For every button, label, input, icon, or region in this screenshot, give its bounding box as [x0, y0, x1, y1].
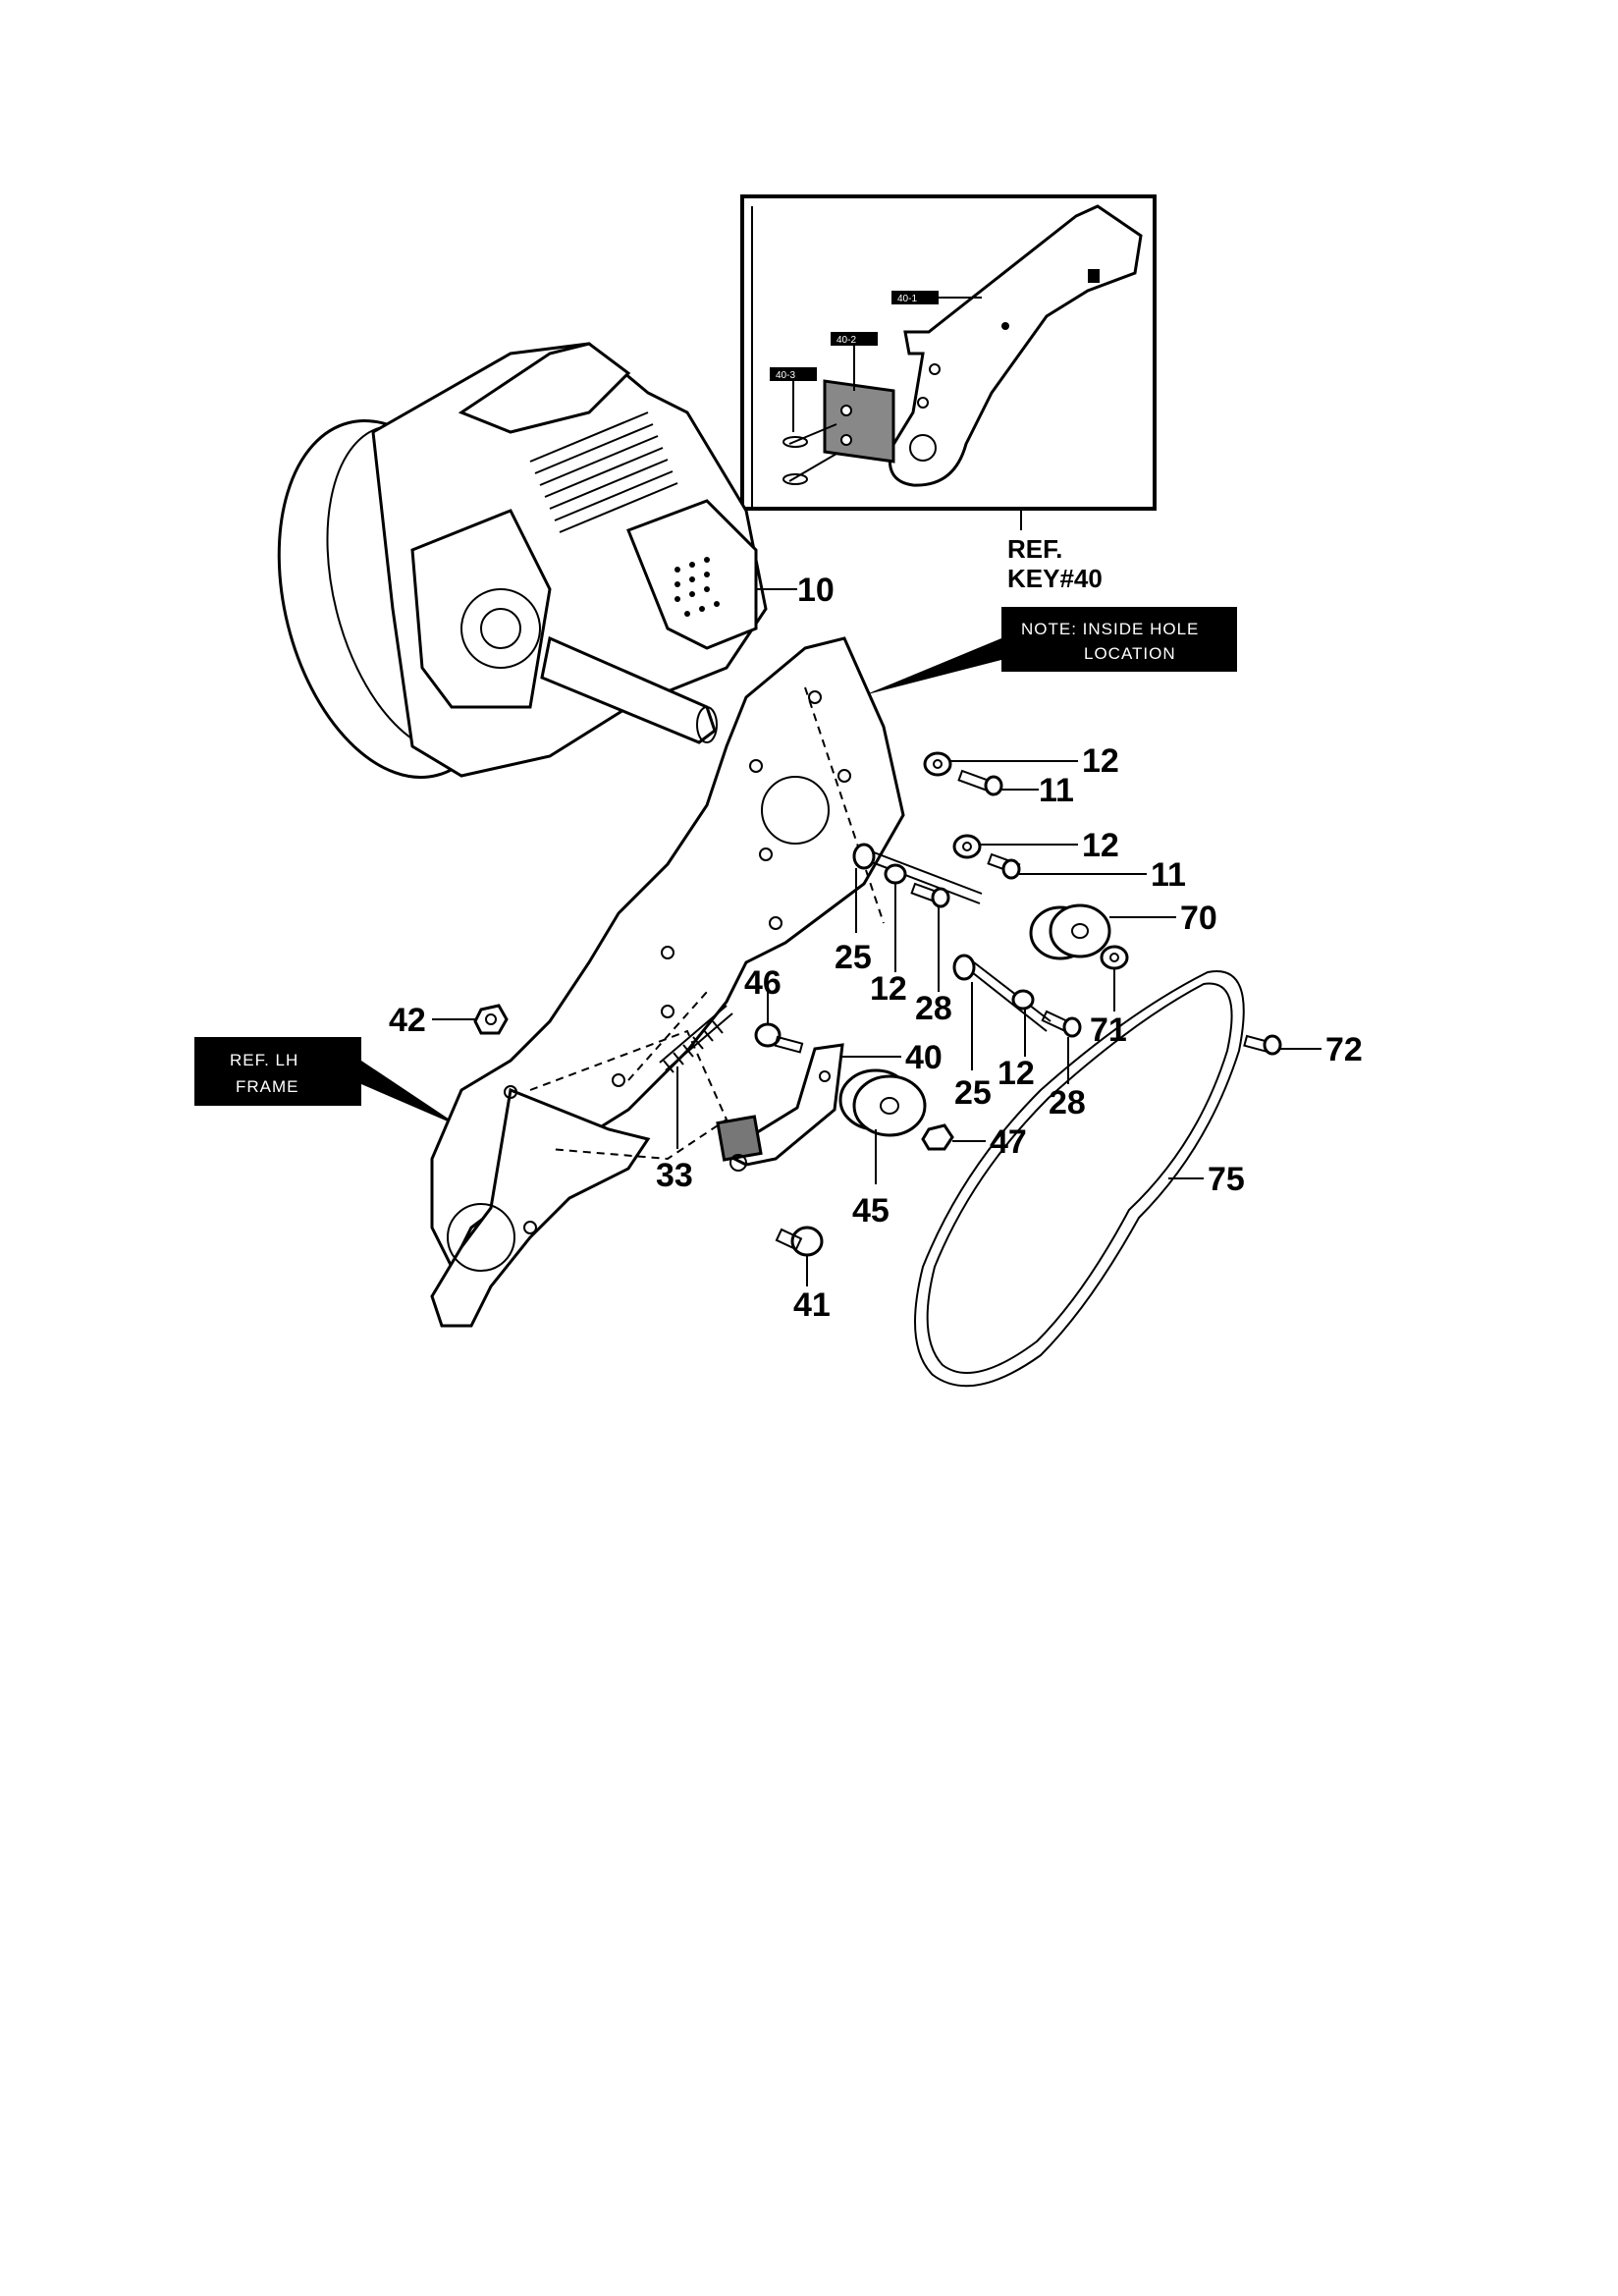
inset-bracket [888, 204, 1143, 487]
callout-28a: 28 [915, 990, 952, 1027]
callout-12a: 12 [1082, 742, 1119, 780]
callout-12d: 12 [998, 1055, 1035, 1092]
brake-arm-40 [716, 1043, 844, 1172]
hole-location-note: NOTE: INSIDE HOLE LOCATION [845, 607, 1237, 708]
callout-47: 47 [990, 1123, 1027, 1161]
callout-71: 71 [1090, 1011, 1127, 1049]
svg-text:FRAME: FRAME [236, 1077, 299, 1096]
inset-ref-key: KEY#40 [1007, 564, 1103, 593]
callout-72: 72 [1325, 1031, 1363, 1068]
callout-42: 42 [389, 1002, 426, 1039]
crankshaft [540, 635, 717, 744]
shoulder-bolt-41 [775, 1226, 824, 1257]
callout-12b: 12 [1082, 827, 1119, 864]
idler-rod-upper [852, 843, 983, 908]
bolt-72 [1243, 1034, 1282, 1056]
callout-45: 45 [852, 1192, 890, 1230]
inset-ref-label: REF. [1007, 534, 1062, 564]
svg-text:REF. LH: REF. LH [230, 1051, 298, 1069]
spring-33 [659, 1005, 733, 1073]
pulley-70 [1029, 903, 1111, 960]
callout-labels: 10 12 11 12 11 70 25 12 28 46 71 72 42 4… [389, 572, 1363, 1324]
callout-28b: 28 [1049, 1084, 1086, 1121]
callout-33: 33 [656, 1157, 693, 1194]
callout-12c: 12 [870, 970, 907, 1008]
drive-belt-75 [914, 970, 1245, 1388]
bolt-11-middle [987, 852, 1021, 880]
nut-42 [473, 1004, 509, 1035]
callout-75: 75 [1208, 1161, 1245, 1198]
callout-70: 70 [1180, 900, 1217, 937]
washer-12-upper [923, 751, 952, 777]
inset-detail-box: 40-1 40-2 40-3 [740, 194, 1157, 530]
inset-tag-1: 40-1 [897, 294, 917, 304]
callout-41: 41 [793, 1286, 831, 1324]
inset-tag-3: 40-3 [776, 370, 795, 381]
cylinder-fins [529, 411, 678, 533]
callout-46: 46 [744, 964, 782, 1002]
leader-lines [432, 760, 1321, 1286]
nut-47 [921, 1123, 954, 1151]
bolt-11-upper [957, 769, 1003, 796]
svg-text:NOTE: INSIDE HOLE: NOTE: INSIDE HOLE [1021, 620, 1199, 638]
bolt-46 [754, 1022, 804, 1054]
idler-rod-lower [952, 954, 1082, 1038]
lh-frame-note: REF. LH FRAME [194, 1037, 461, 1127]
inset-tag-2: 40-2 [836, 335, 856, 346]
inset-brake-pad [823, 379, 895, 464]
idler-pulley-45 [838, 1068, 927, 1137]
callout-11b: 11 [1151, 856, 1186, 894]
callout-25b: 25 [954, 1074, 992, 1112]
washer-12-middle [952, 834, 982, 859]
callout-10: 10 [797, 572, 835, 609]
svg-text:LOCATION: LOCATION [1084, 644, 1176, 663]
callout-40: 40 [905, 1039, 943, 1076]
callout-11a: 11 [1039, 772, 1074, 809]
engine-assembly [277, 342, 797, 779]
washer-71 [1100, 945, 1129, 970]
callout-25a: 25 [835, 939, 872, 976]
mounting-plate [430, 636, 905, 1328]
